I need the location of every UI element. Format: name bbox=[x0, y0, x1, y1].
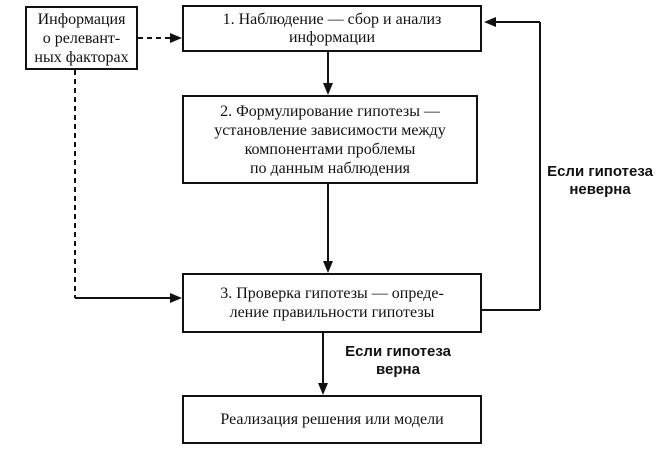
if-true-line-1: Если гипотеза bbox=[345, 343, 451, 360]
verification-step-line-1: 3. Проверка гипотезы — опреде- bbox=[220, 285, 444, 302]
relevant-factors-line-2: о релевант- bbox=[42, 29, 121, 47]
relevant-factors-line-1: Информация bbox=[37, 10, 126, 28]
observation-step-line-2: информации bbox=[288, 28, 376, 46]
arrow-info-to-verification bbox=[74, 70, 182, 303]
arrow-info-to-observation bbox=[138, 33, 182, 43]
arrow-verification-to-implementation bbox=[318, 333, 328, 395]
if-false-line-2: неверна bbox=[569, 181, 631, 198]
hypothesis-step-line-2: установление зависимости между bbox=[214, 121, 446, 139]
relevant-factors-line-3: ных факторах bbox=[34, 48, 129, 66]
implementation-box: Реализация решения или модели bbox=[182, 395, 482, 444]
implementation-line-1: Реализация решения или модели bbox=[220, 410, 444, 428]
if-hypothesis-false-label: Если гипотеза неверна bbox=[542, 163, 658, 199]
arrow-feedback-if-false bbox=[482, 17, 541, 311]
hypothesis-step-line-1: 2. Формулирование гипотезы — bbox=[220, 102, 440, 120]
if-true-line-2: верна bbox=[376, 361, 420, 378]
hypothesis-step-line-4: по данным наблюдения bbox=[249, 159, 411, 177]
if-hypothesis-true-label: Если гипотеза верна bbox=[340, 343, 456, 379]
arrow-hypothesis-to-verification bbox=[323, 184, 333, 273]
verification-step-box: 3. Проверка гипотезы — опреде- ление пра… bbox=[182, 273, 482, 333]
relevant-factors-box: Информация о релевант- ных факторах bbox=[25, 6, 138, 70]
arrow-observation-to-hypothesis bbox=[323, 52, 333, 95]
observation-step-box: 1. Наблюдение — сбор и анализ информации bbox=[182, 5, 482, 52]
observation-step-line-1: 1. Наблюдение — сбор и анализ bbox=[222, 10, 442, 28]
if-false-line-1: Если гипотеза bbox=[547, 163, 653, 180]
hypothesis-step-box: 2. Формулирование гипотезы — установлени… bbox=[182, 95, 478, 184]
verification-step-line-2: ление правильности гипотезы bbox=[229, 304, 435, 321]
hypothesis-step-line-3: компонентами проблемы bbox=[244, 140, 416, 158]
